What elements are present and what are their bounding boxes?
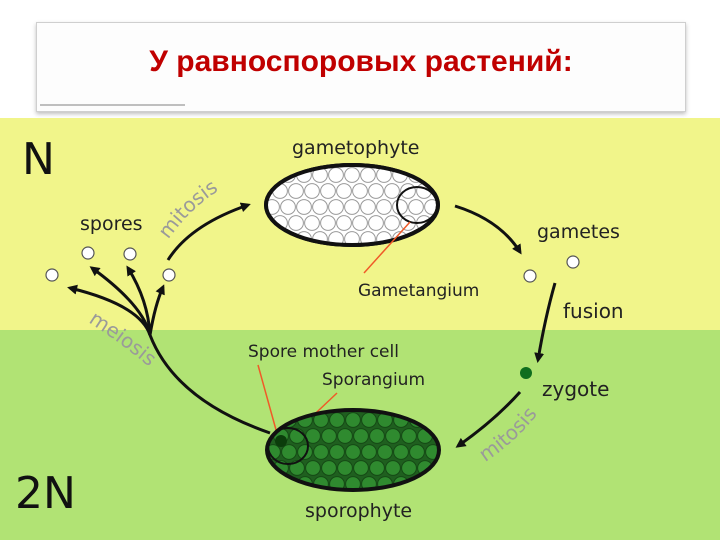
gametangium-pointer [363,221,411,274]
zygote-label: zygote [542,377,609,401]
spore-mother-cell-label: Spore mother cell [248,342,399,362]
zygote-dot [520,367,532,379]
arrows-meiosis [67,265,271,435]
haploid-label: N [22,134,55,185]
mitosis-top-label: mitosis [153,174,222,242]
sporangium-label: Sporangium [322,370,425,390]
gamete [523,269,537,283]
gametangium-label: Gametangium [358,281,479,301]
spore [123,247,137,261]
spores-group [45,246,176,282]
gametes-label: gametes [537,221,620,243]
sporangium-circle [267,427,309,465]
diploid-label: 2N [15,468,76,519]
spore-mother-cell-pointer [257,364,279,438]
spore [45,268,59,282]
gametangium-circle [396,186,438,224]
mitosis-bottom-label: mitosis [474,402,541,466]
sporophyte-label: sporophyte [305,500,412,522]
arrow-zygote-to-sporophyte [455,391,522,448]
gametophyte-label: gametophyte [292,137,419,159]
arrow-gametophyte-to-gametes [454,204,522,255]
spore-mother-cell-dot [275,435,287,447]
spore [81,246,95,260]
title-slide-box: У равноспоровых растений: [36,22,686,112]
gamete [566,255,580,269]
gametophyte-body [264,163,440,247]
arrow-spores-to-gametophyte [166,202,251,261]
arrow-fusion [534,282,557,363]
fusion-label: fusion [563,299,624,323]
title-underline [40,104,185,106]
spore [162,268,176,282]
slide-title: У равноспоровых растений: [149,45,573,78]
gametes-group [523,255,580,283]
spores-label: spores [80,213,143,235]
